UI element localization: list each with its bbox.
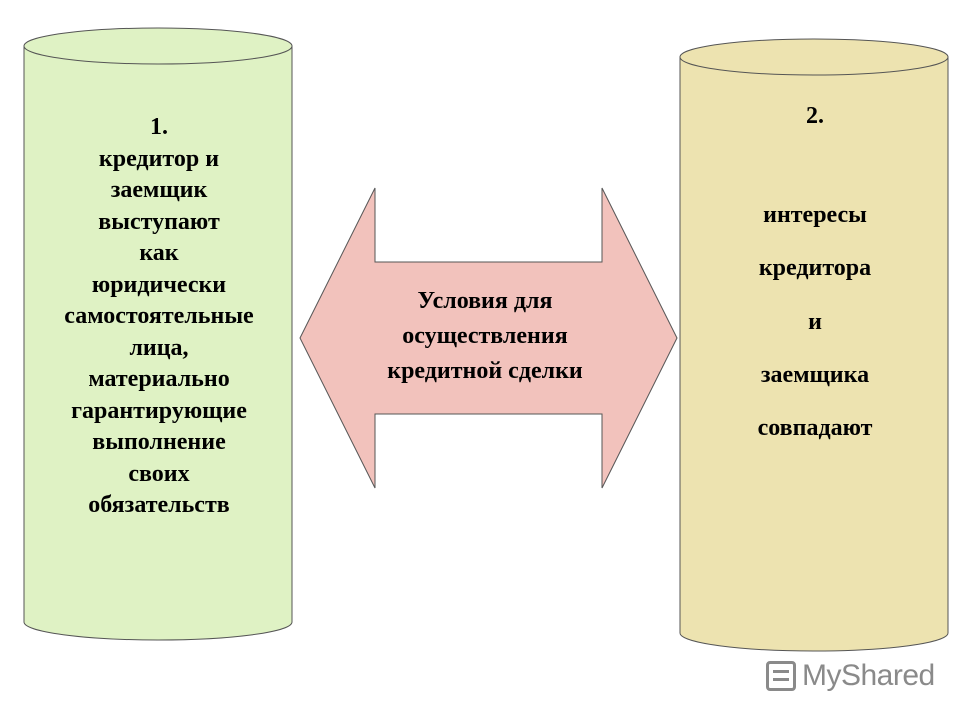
left-cylinder-text-line: обязательств (88, 492, 230, 518)
right-cylinder-text-line: интересы (763, 202, 867, 228)
double-arrow-label-line: кредитной сделки (387, 358, 583, 384)
double-arrow-label: Условия для осуществления кредитной сделки (340, 284, 630, 389)
double-arrow-shape (299, 187, 678, 489)
left-cylinder-text-line: заемщик (110, 177, 208, 203)
left-cylinder-text-line: 1. (150, 114, 168, 140)
watermark-text: MyShared (802, 659, 935, 692)
left-cylinder-text-line: как (139, 240, 179, 266)
left-cylinder-text-line: выступают (98, 208, 220, 235)
left-cylinder-text-line: кредитор и (98, 145, 220, 172)
left-cylinder-text: 1. кредитор и заемщик выступают как юридическ… (30, 112, 288, 522)
left-cylinder-text-line: юридически (91, 271, 227, 298)
right-cylinder-text-line: кредитора (758, 255, 872, 282)
left-cylinder-text-line: выполнение (92, 429, 226, 455)
watermark: MyShared (766, 656, 935, 696)
right-cylinder-text-line: заемщика (760, 361, 870, 388)
right-cylinder-text-line: и (808, 308, 822, 335)
left-cylinder-text-line: гарантирующие (71, 397, 247, 424)
presentation-board-icon (766, 661, 796, 691)
right-cylinder (679, 38, 949, 652)
left-cylinder-text-line: самостоятельные (64, 303, 254, 329)
right-cylinder-top (679, 38, 949, 76)
right-cylinder-number: 2. (806, 103, 824, 129)
left-cylinder-text-line: материально (88, 366, 230, 392)
left-cylinder-text-line: лица, (129, 334, 189, 361)
left-cylinder (23, 27, 293, 641)
left-cylinder-text-line: своих (128, 460, 190, 487)
right-cylinder-text: 2. интересы кредитора и заемщика совпадают (686, 103, 944, 468)
left-cylinder-body (23, 45, 293, 641)
right-cylinder-text-line: совпадают (757, 415, 873, 442)
left-cylinder-top (23, 27, 293, 65)
right-cylinder-body (679, 56, 949, 652)
double-arrow-label-line: осуществления (402, 323, 568, 349)
double-arrow-label-line: Условия для (417, 288, 553, 314)
